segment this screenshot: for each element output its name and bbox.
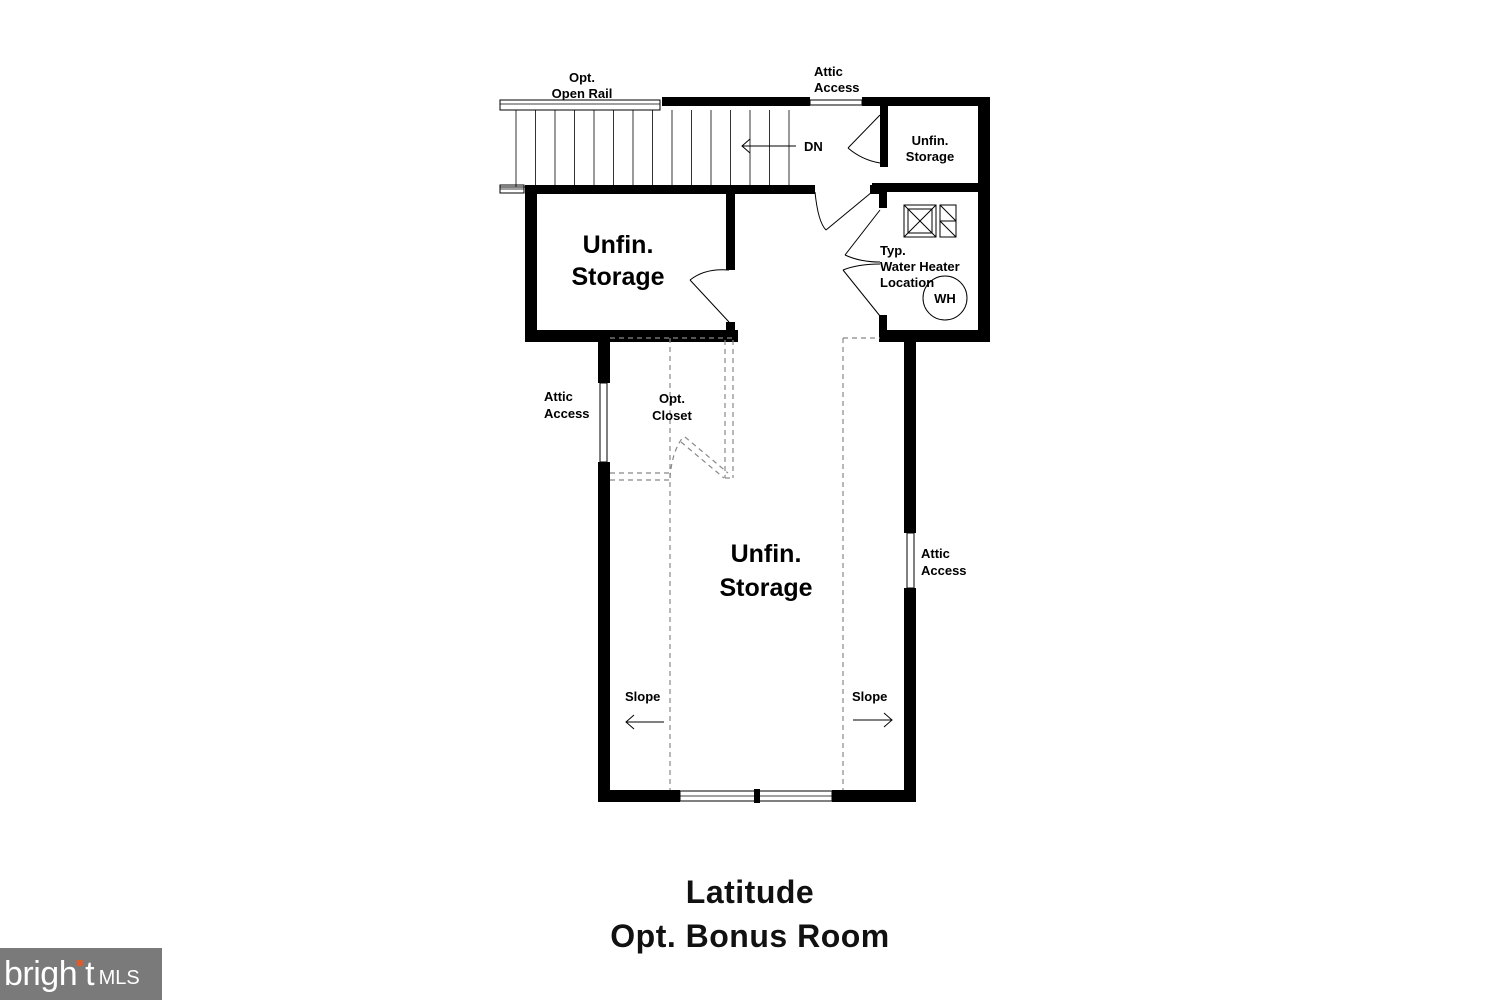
unfin-storage-main-label-1: Unfin. [731,540,802,568]
water-heater-label-2: Water Heater [880,259,960,274]
opt-closet-label-2: Closet [652,408,692,423]
attic-access-right-label-1: Attic [921,546,950,561]
slope-right-label: Slope [852,689,887,704]
mechanical-symbols [903,204,968,321]
attic-access-top-label-1: Attic [814,64,843,79]
water-heater-label-3: Location [880,275,934,290]
floor-plan: Opt. Open Rail Attic Access Unfin. Stora… [499,64,990,803]
watermark-brand: brigh [4,954,78,993]
water-heater-icon [922,275,968,321]
plan-title: Latitude [685,874,815,910]
optional-dashed-lines [610,337,880,790]
down-label: DN [804,139,823,154]
watermark-brand-tail: t [85,954,95,993]
opt-closet-label-1: Opt. [659,391,685,406]
opt-open-rail-label-1: Opt. [569,70,595,85]
attic-access-left-label-2: Access [544,406,590,421]
unfin-storage-small-label-2: Storage [906,149,954,164]
watermark-mls: MLS [98,966,140,989]
water-heater-label-1: Typ. [880,243,906,258]
plan-labels: Opt. Open Rail Attic Access Unfin. Stora… [544,64,967,704]
opt-open-rail-label-2: Open Rail [552,86,613,101]
watermark-dot-icon [77,960,84,966]
unfin-storage-main-label-2: Storage [719,574,812,602]
slope-left-label: Slope [625,689,660,704]
attic-access-right-label-2: Access [921,563,967,578]
walls [525,97,990,802]
wh-label: WH [934,291,956,306]
attic-access-openings [599,99,915,589]
windows [679,789,833,803]
unfin-storage-left-label-1: Unfin. [583,231,654,259]
unfin-storage-small-label-1: Unfin. [912,133,949,148]
attic-access-top-label-2: Access [814,80,860,95]
arrows [625,138,893,730]
attic-access-left-label-1: Attic [544,389,573,404]
plan-subtitle: Opt. Bonus Room [610,918,890,954]
unfin-storage-left-label-2: Storage [571,263,664,291]
doors [689,114,881,323]
